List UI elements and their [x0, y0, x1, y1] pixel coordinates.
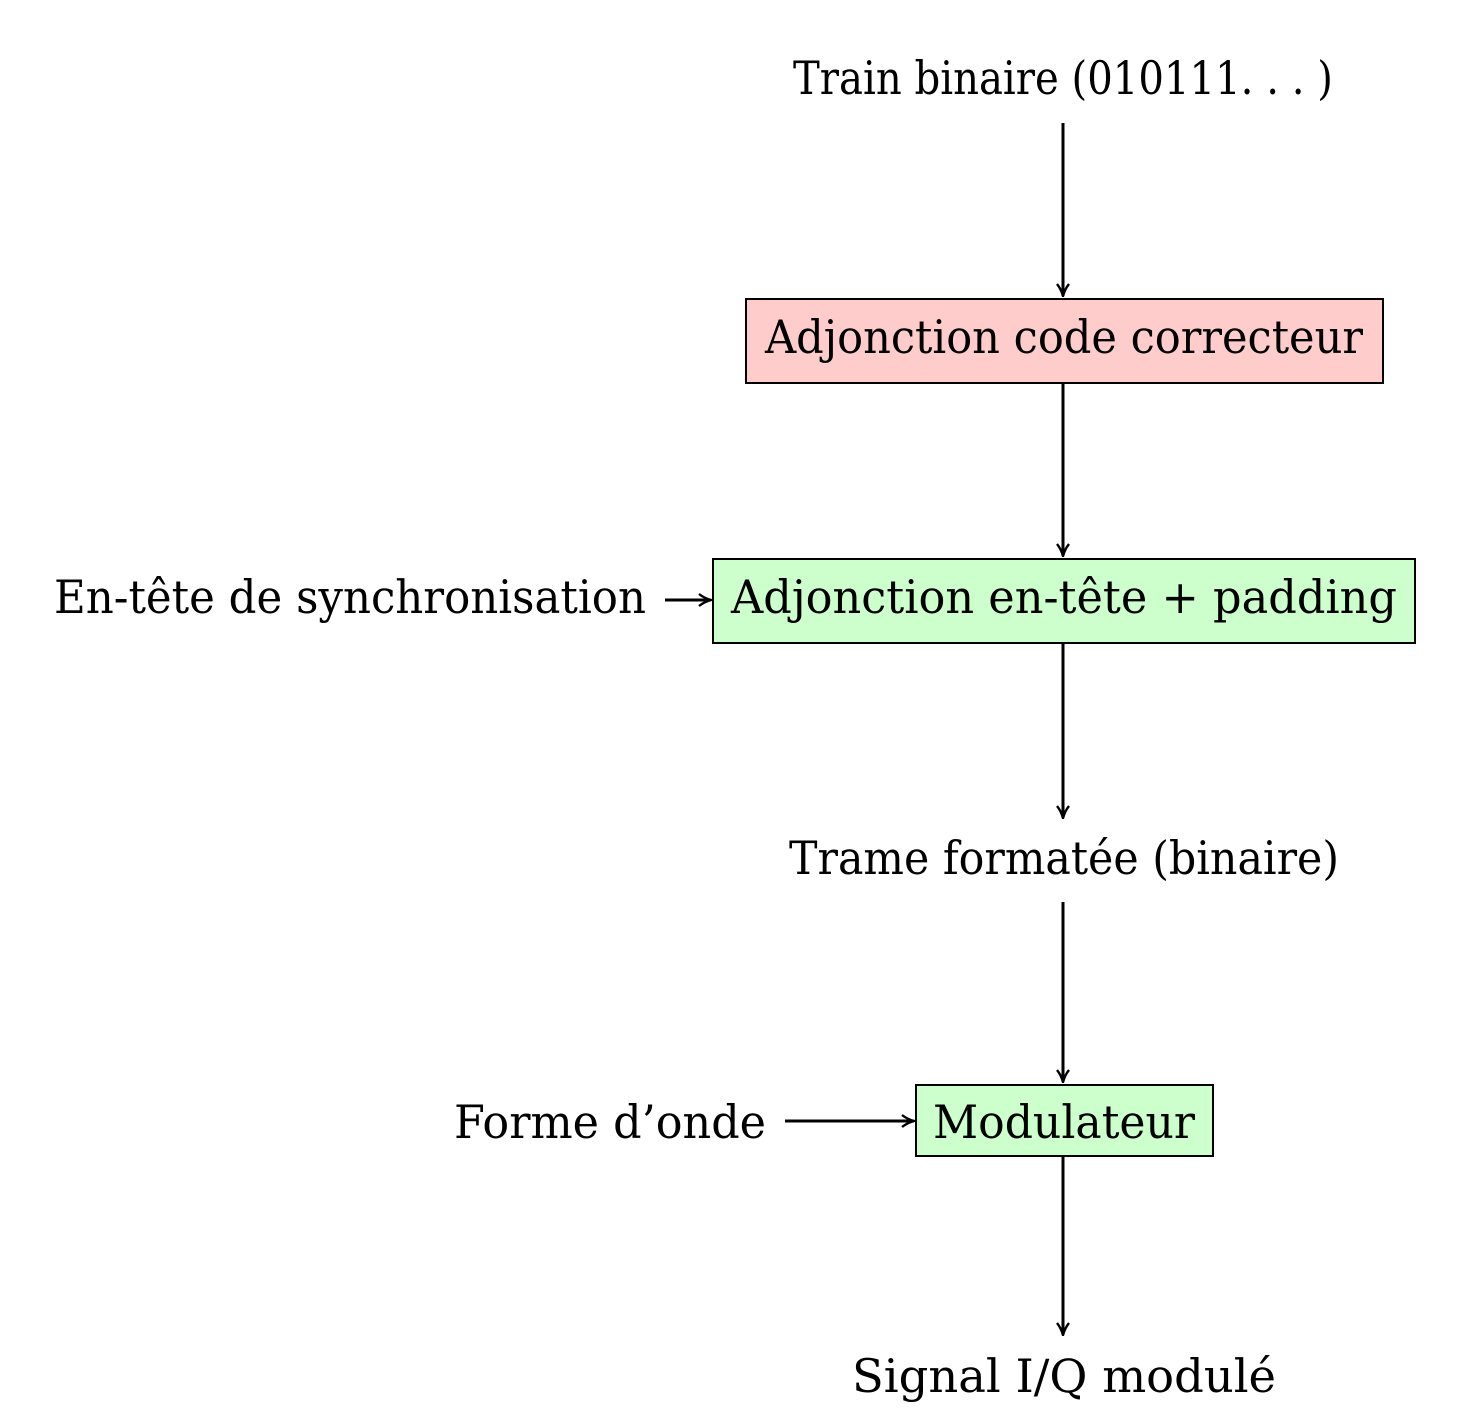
- fec-block: Adjonction code correcteur: [745, 298, 1384, 384]
- fec-label: Adjonction code correcteur: [764, 310, 1363, 364]
- formatted-frame-label: Trame formatée (binaire): [789, 831, 1339, 885]
- modulator-block: Modulateur: [915, 1084, 1214, 1157]
- modulator-label: Modulateur: [933, 1095, 1195, 1149]
- header-padding-box: [712, 558, 1416, 644]
- sync-header-label: En-tête de synchronisation: [54, 570, 646, 624]
- header-padding-block: Adjonction en-tête + padding: [712, 558, 1416, 644]
- waveform-label: Forme d’onde: [454, 1095, 766, 1149]
- header-padding-label: Adjonction en-tête + padding: [730, 570, 1397, 624]
- output-signal-label: Signal I/Q modulé: [852, 1349, 1276, 1403]
- input-bits-label: Train binaire (010111. . . ): [793, 51, 1333, 105]
- fec-box: [745, 298, 1384, 384]
- modulator-box: [915, 1084, 1214, 1157]
